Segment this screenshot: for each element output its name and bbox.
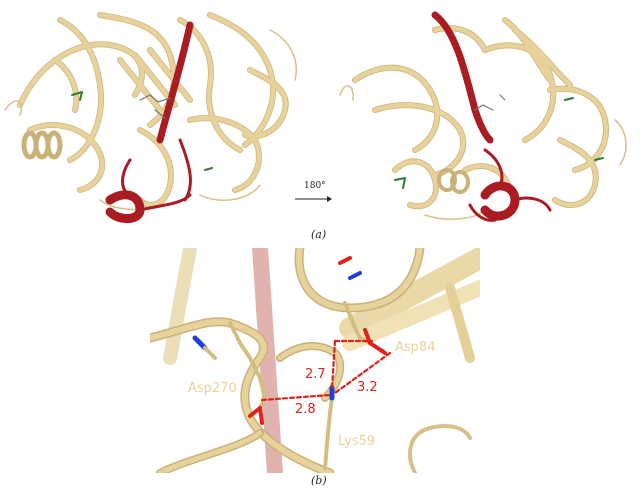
rotation-label: 180° <box>304 181 326 191</box>
rotation-arrow <box>295 196 332 202</box>
panel-b-caption: (b) <box>311 474 327 487</box>
distance-label-2-8: 2.8 <box>295 402 316 417</box>
distance-label-3-2: 3.2 <box>357 380 378 395</box>
panel-a-right-structure <box>339 11 627 222</box>
residue-label-lys59: Lys59 <box>338 434 375 449</box>
distance-label-2-7: 2.7 <box>305 367 326 382</box>
panel-a-left-structure <box>4 12 297 223</box>
panel-a-caption: (a) <box>311 228 327 241</box>
residue-label-asp84: Asp84 <box>395 340 435 355</box>
residue-label-asp270: Asp270 <box>188 381 237 396</box>
panel-b-active-site: Asp84 Asp270 Lys59 2.7 3.2 2.8 <box>150 248 480 473</box>
